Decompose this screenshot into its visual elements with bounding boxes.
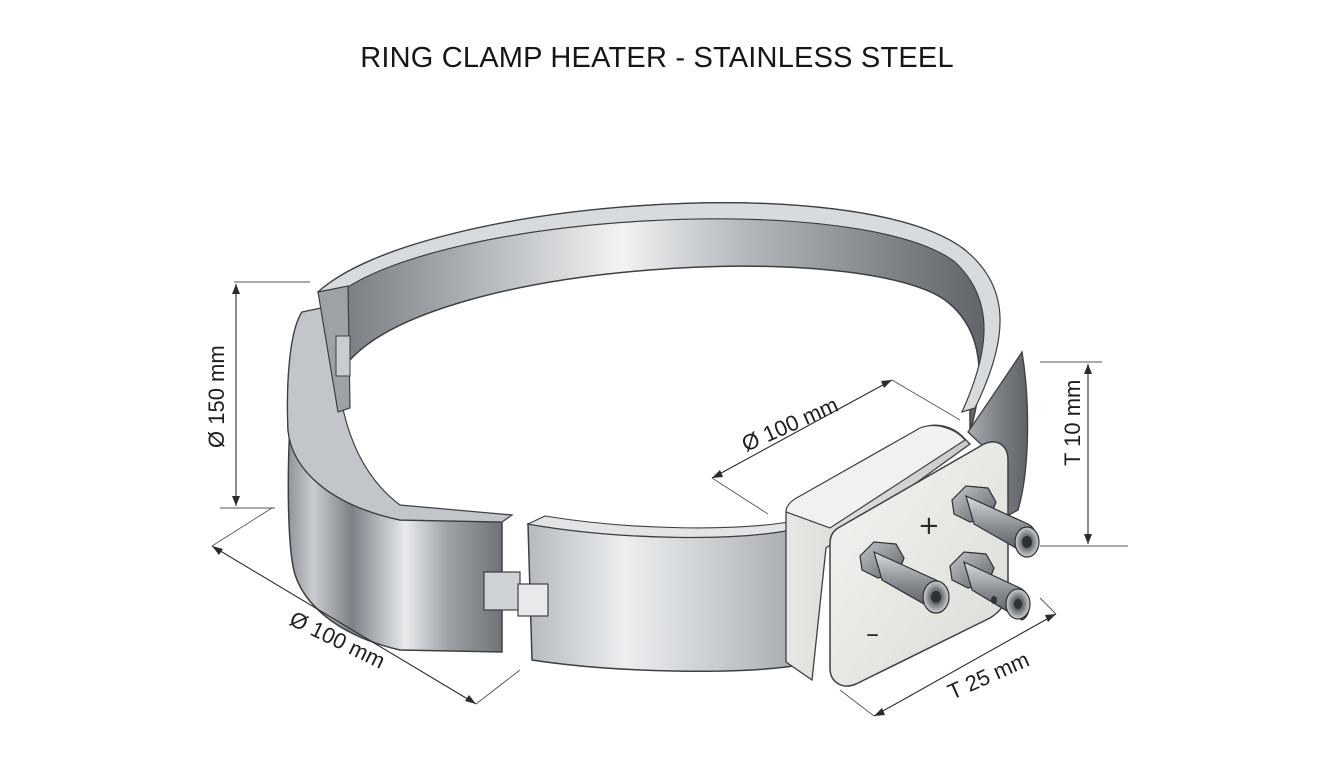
stud-bore-2	[991, 596, 997, 604]
arrow-icon	[465, 695, 476, 704]
dimension-lines	[211, 281, 1128, 717]
bottom-diameter-ext-2	[475, 669, 521, 705]
arrow-icon	[874, 708, 885, 716]
ring-inner-surface	[317, 202, 995, 433]
terminal-box-top	[785, 425, 966, 529]
terminal-box-dimension-label: T 25 mm	[944, 647, 1033, 705]
terminal-stud-negative	[859, 541, 950, 614]
terminal-box: + –	[785, 424, 1040, 687]
stud-bore	[1014, 599, 1022, 609]
stud-bore	[931, 591, 941, 603]
heater-ring	[286, 202, 1029, 672]
arrow-down-icon	[1084, 534, 1092, 544]
ring-split-gap	[317, 285, 351, 413]
negative-terminal-label: –	[866, 619, 879, 649]
ring-right-outer-wall	[967, 350, 1029, 521]
ring-front-band	[527, 523, 807, 672]
arrow-icon	[881, 380, 892, 388]
inner-diameter-ext-2	[711, 477, 769, 515]
arrow-up-icon	[232, 284, 240, 294]
arrow-icon	[212, 546, 223, 555]
inner-diameter-line	[711, 379, 893, 479]
terminal-stud-ground	[949, 551, 1031, 621]
arrow-icon	[712, 470, 723, 478]
height-dimension-label: Ø 150 mm	[204, 345, 229, 448]
diagram-title: RING CLAMP HEATER - STAINLESS STEEL	[360, 42, 954, 74]
split-block	[335, 335, 351, 377]
arrow-icon	[1045, 614, 1056, 622]
bottom-diameter-ext	[211, 507, 273, 547]
arrow-up-icon	[1084, 364, 1092, 374]
terminal-stud-positive	[951, 485, 1040, 558]
terminal-box-ext	[839, 689, 875, 717]
arrow-down-icon	[232, 496, 240, 506]
stud-bore	[1022, 536, 1032, 548]
hinge-block-right	[517, 583, 549, 617]
ring-top-rim	[317, 202, 1001, 413]
terminal-box-line	[873, 613, 1057, 717]
terminal-box-ext-2	[1039, 597, 1057, 615]
inner-diameter-label: Ø 100 mm	[738, 392, 842, 457]
bottom-diameter-line	[211, 545, 477, 705]
thickness-dimension-label: T 10 mm	[1060, 380, 1085, 466]
hinge-block-left	[483, 571, 521, 611]
inner-diameter-ext	[891, 379, 961, 421]
positive-terminal-label: +	[918, 511, 940, 541]
